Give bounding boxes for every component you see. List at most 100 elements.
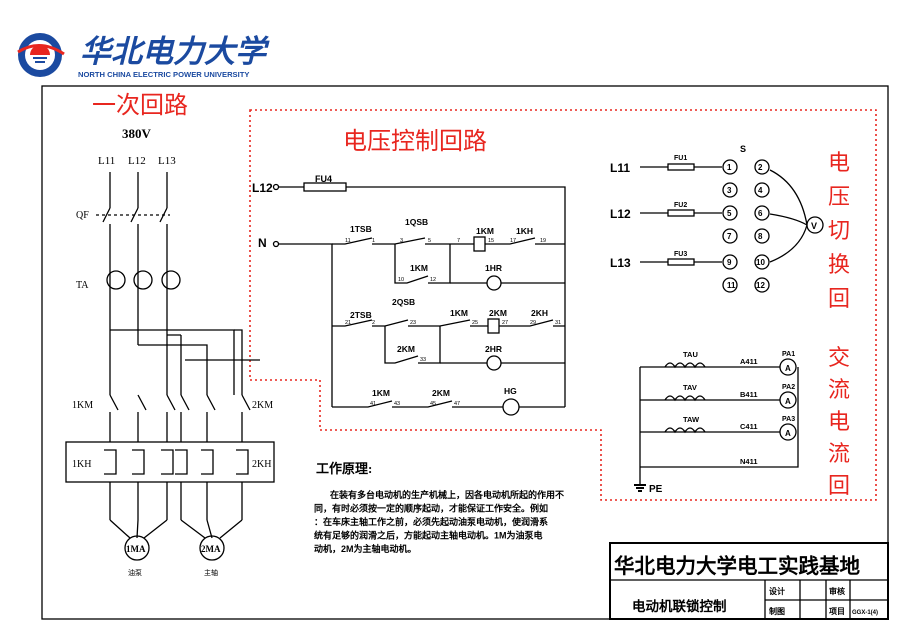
switch-terminal-left-label: 1 [727,163,732,172]
rung1-start: 1QSB [405,217,428,227]
switch-terminal-right-label: 10 [756,258,765,267]
current-circuit-title: 交流电流回 [828,345,850,498]
kh2-label: 2KH [252,459,271,470]
university-logo [17,33,65,77]
rung1-hold: 1KM [410,263,428,273]
meter-pa1: PA1 [782,351,795,358]
ammeter-3-symbol: A [785,429,791,438]
rung2-lamp: 2HR [485,344,502,354]
switch-terminal-left-label: 7 [727,232,732,241]
phase-label-l13: L13 [158,155,176,167]
principle-title: 工作原理: [316,461,372,476]
switch-terminal-right [754,205,770,221]
node-r2-0: 21 [345,320,351,326]
rung2-hold: 2KM [397,344,415,354]
rung1-coil: 1KM [476,226,494,236]
switch-terminal-right-label: 12 [756,281,765,290]
rung1-thermal: 1KH [516,226,533,236]
wire-n411: N411 [740,457,758,466]
switch-terminal-right [754,159,770,175]
fu4-label: FU4 [315,174,332,184]
switch-terminal-left-label: 5 [727,209,732,218]
node-r1-8: 10 [398,277,404,283]
rung2-coil: 2KM [489,308,507,318]
voltage-control-title: 电压控制回路 [343,128,487,155]
switch-terminal-right-label: 4 [758,186,763,195]
fu1-label: FU1 [674,155,687,162]
switch-terminal-left [722,254,738,270]
node-r2-2: 23 [410,320,416,326]
primary-wiring [65,172,275,561]
rung2-stop: 2TSB [350,310,372,320]
n-label: N [258,236,267,250]
rung3-contact1: 1KM [372,388,390,398]
node-r2-6: 31 [555,320,561,326]
title-block-design: 设计 [769,586,785,596]
title-block-org: 华北电力大学电工实践基地 [614,554,860,578]
ct-tav: TAV [683,383,697,392]
title-block-review: 审核 [829,586,845,596]
switch-terminal-left-label: 9 [727,258,732,267]
node-r1-7: 19 [540,238,546,244]
vs-phase-l12: L12 [610,207,631,221]
ammeter-2-symbol: A [785,397,791,406]
node-r2-5: 29 [530,320,536,326]
motor-2ma: 2MA [201,544,221,554]
node-r1-6: 17 [510,238,516,244]
control-wiring [272,182,566,416]
vs-phase-l11: L11 [610,161,630,175]
ta-label: TA [76,280,89,291]
node-r2-3: 25 [472,320,478,326]
university-name-en: NORTH CHINA ELECTRIC POWER UNIVERSITY [78,70,249,79]
meter-pa2: PA2 [782,384,795,391]
switch-terminal-right [754,277,770,293]
phase-label-l12: L12 [128,155,146,167]
switch-terminal-left [722,228,738,244]
switch-terminal-left [722,159,738,175]
switch-terminal-right-label: 2 [758,163,763,172]
primary-circuit-title: 一次回路 [92,92,188,119]
title-block-draw: 制图 [769,606,785,616]
voltage-label: 380V [122,126,152,141]
node-r1-2: 3 [400,238,403,244]
current-circuit-wiring [634,358,799,492]
motor-2ma-caption: 主轴 [204,568,218,577]
switch-terminal-right-label: 8 [758,232,763,241]
rung3-contact2: 2KM [432,388,450,398]
node-r1-1: 1 [372,238,375,244]
km1-label: 1KM [72,400,93,411]
fu3-label: FU3 [674,251,687,258]
wire-a411: A411 [740,357,758,366]
switch-terminal-left [722,205,738,221]
node-r3-3: 47 [454,401,460,407]
motor-1ma-caption: 油泵 [128,568,142,577]
node-r3-1: 43 [394,401,400,407]
node-r2-7: 33 [420,357,426,363]
node-r1-0: 11 [345,238,351,244]
principle-body: 在装有多台电动机的生产机械上，因各电动机所起的作用不同，有时必须按一定的顺序起动… [314,489,564,554]
rung2-thermal: 2KH [531,308,548,318]
kh1-label: 1KH [72,459,91,470]
rung2-interlock: 1KM [450,308,468,318]
l12-label: L12 [252,181,273,195]
node-numbers: 11 1 3 5 7 15 17 19 10 12 21 2 23 25 27 … [345,238,561,407]
title-block-code: GGX-1(4) [852,610,878,616]
node-r1-9: 12 [430,277,436,283]
wire-c411: C411 [740,422,758,431]
university-name-cn: 华北电力大学 [80,34,270,69]
meter-pa3: PA3 [782,416,795,423]
node-r1-5: 15 [488,238,494,244]
phase-label-l11: L11 [98,155,115,167]
node-r2-1: 2 [372,320,375,326]
ammeter-1-symbol: A [785,364,791,373]
rung2-start: 2QSB [392,297,415,307]
node-r1-4: 7 [457,238,460,244]
switch-terminal-right [754,254,770,270]
vs-phase-l13: L13 [610,256,631,270]
control-region-outline [249,109,877,501]
switch-terminal-right [754,228,770,244]
node-r3-0: 41 [370,401,376,407]
voltage-switch-title: 电压切换回 [828,150,850,311]
